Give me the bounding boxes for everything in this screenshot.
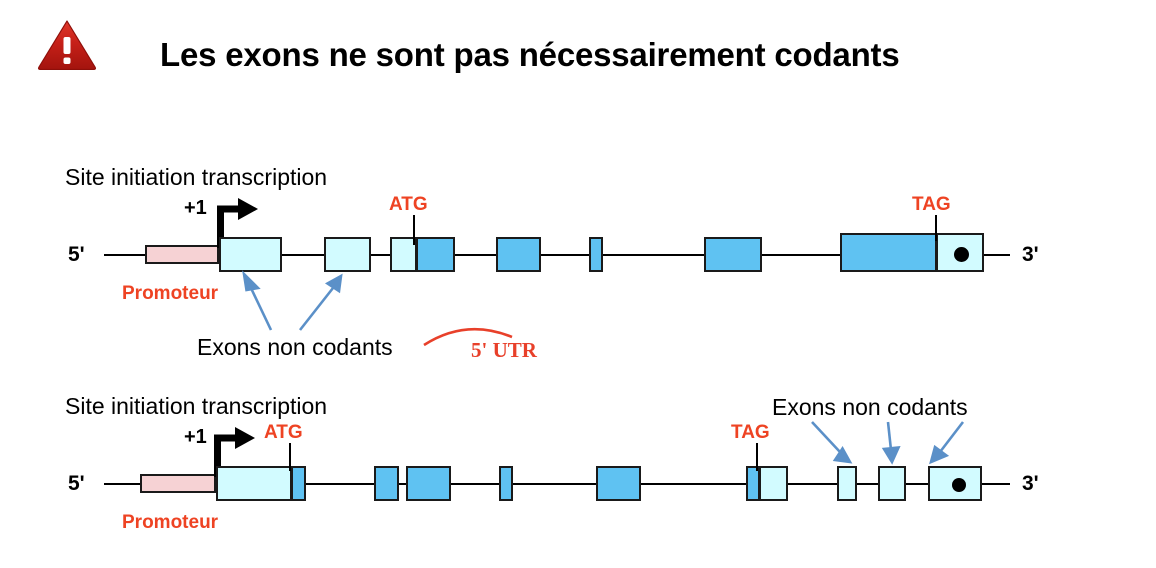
- exon-1-bottom: [216, 466, 306, 501]
- tag-label-top: TAG: [912, 194, 951, 215]
- exon-8-bottom: [878, 466, 906, 501]
- gene-diagram-bottom: Site initiation transcription +1 5' 3' P…: [0, 380, 1156, 568]
- promoter-box-top: [145, 245, 219, 264]
- tag-label-bottom: TAG: [731, 422, 770, 443]
- five-prime-label-bottom: 5': [68, 472, 85, 495]
- exon-9-bottom: [928, 466, 982, 501]
- atg-label-bottom: ATG: [264, 422, 303, 443]
- promoter-label-bottom: Promoteur: [122, 512, 219, 533]
- three-prime-label-bottom: 3': [1022, 472, 1039, 495]
- start-site-plus1-label-bottom: +1: [184, 426, 207, 448]
- gene-backbone-top: [104, 254, 1010, 256]
- exon-1-top: [219, 237, 282, 272]
- exon-5-top: [589, 237, 603, 272]
- exon-2-top: [324, 237, 371, 272]
- exon-6-top: [704, 237, 762, 272]
- exon-3-top: [390, 237, 455, 272]
- exon-7-bottom: [837, 466, 857, 501]
- exon-4-bottom: [499, 466, 513, 501]
- exon-2-bottom: [374, 466, 399, 501]
- atg-label-top: ATG: [389, 194, 428, 215]
- warning-triangle-icon: [36, 18, 98, 71]
- gene-backbone-bottom: [104, 483, 1010, 485]
- promoter-box-bottom: [140, 474, 216, 493]
- tag-tick-top: [935, 215, 937, 241]
- exon-4-top: [496, 237, 541, 272]
- atg-tick-bottom: [289, 443, 291, 471]
- exon-3-bottom: [406, 466, 451, 501]
- atg-tick-top: [413, 215, 415, 245]
- noncoding-callout-label-top: Exons non codants: [197, 334, 393, 360]
- transcription-start-label-bottom: Site initiation transcription: [65, 393, 328, 419]
- gene-diagram-top: Site initiation transcription +1 5' 3' P…: [65, 164, 1039, 362]
- three-prime-label-top: 3': [1022, 243, 1039, 266]
- start-site-plus1-label-top: +1: [184, 197, 207, 219]
- five-prime-label-top: 5': [68, 243, 85, 266]
- transcription-start-label-top: Site initiation transcription: [65, 164, 328, 190]
- page-title: Les exons ne sont pas nécessairement cod…: [160, 36, 900, 73]
- noncoding-callout-label-bottom: Exons non codants: [772, 394, 968, 420]
- tag-tick-bottom: [756, 443, 758, 471]
- exon-7-top: [840, 233, 984, 272]
- five-prime-utr-label: 5' UTR: [471, 338, 537, 362]
- exon-5-bottom: [596, 466, 641, 501]
- promoter-label-top: Promoteur: [122, 283, 219, 304]
- exon-6-bottom: [746, 466, 788, 501]
